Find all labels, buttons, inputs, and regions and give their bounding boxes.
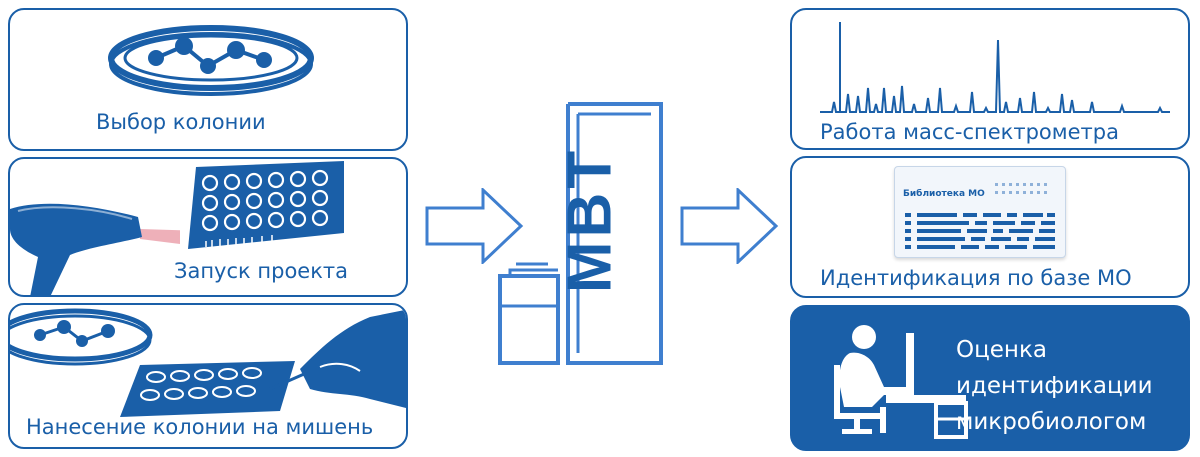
target-application-card: Нанесение колонии на мишень xyxy=(8,303,408,449)
mass-spec-label: Работа масс-спектрометра xyxy=(820,120,1119,144)
mbt-label: MBT xyxy=(555,146,625,294)
microbiologist-at-computer-icon xyxy=(834,325,968,439)
arrow-right-1-icon xyxy=(425,188,524,264)
identification-label: Идентификация по базе МО xyxy=(820,266,1132,290)
mbt-instrument-icon xyxy=(498,102,663,365)
target-application-label: Нанесение колонии на мишень xyxy=(26,415,374,439)
arrow-right-2-icon xyxy=(680,188,779,264)
target-plate-icon xyxy=(188,161,344,249)
library-bars-icon xyxy=(905,183,1055,249)
petri-dish-icon xyxy=(108,25,314,96)
evaluation-line-3: микробиологом xyxy=(956,409,1147,435)
library-card-title: Библиотека МО xyxy=(903,189,985,199)
mass-spectrum-icon xyxy=(820,22,1170,113)
project-start-label: Запуск проекта xyxy=(174,259,349,283)
target-plate-small-icon xyxy=(120,361,295,417)
identification-card: Библиотека МО Идентификация по базе МО xyxy=(790,156,1190,298)
petri-dish-small-icon xyxy=(10,308,153,366)
colony-selection-card: Выбор колонии xyxy=(8,8,408,151)
evaluation-line-1: Оценка xyxy=(956,337,1047,363)
library-card: Библиотека МО xyxy=(894,166,1066,258)
mass-spec-card: Работа масс-спектрометра xyxy=(790,8,1190,150)
gloved-hand-icon xyxy=(269,309,406,408)
colony-selection-label: Выбор колонии xyxy=(96,110,266,134)
evaluation-card: Оценка идентификации микробиологом xyxy=(790,305,1190,451)
project-start-card: Запуск проекта xyxy=(8,157,408,297)
evaluation-line-2: идентификации xyxy=(956,373,1153,399)
barcode-scanner-icon xyxy=(10,203,180,295)
